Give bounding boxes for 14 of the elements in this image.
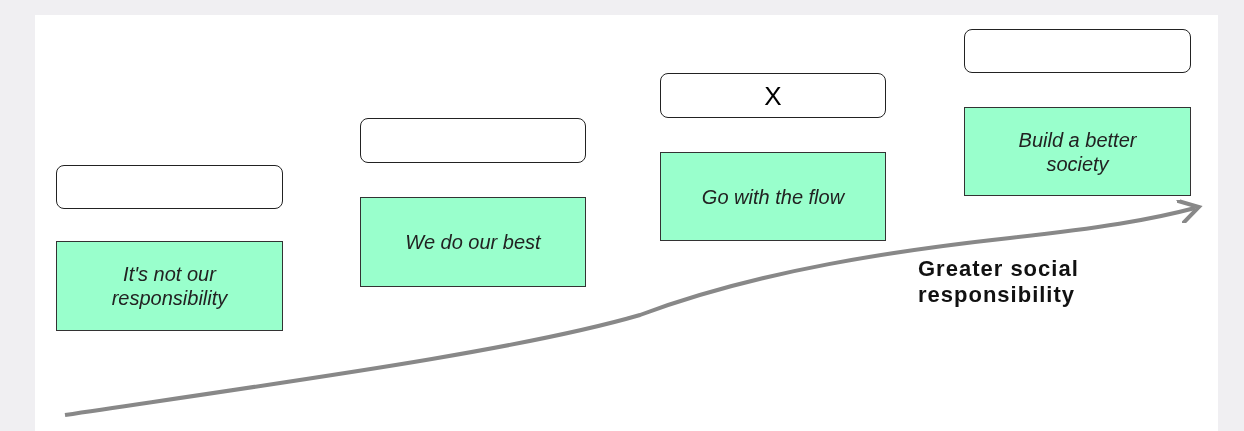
stage-box <box>964 107 1191 196</box>
stage-box <box>360 197 586 287</box>
stage-text: Go with the flow <box>701 184 845 209</box>
stage-text: It's not our responsibility <box>110 262 229 310</box>
stage-box <box>660 152 886 241</box>
axis-label: Greater social responsibility <box>918 256 1080 308</box>
stage-box <box>56 241 283 331</box>
empty-box <box>360 118 586 163</box>
stage-text: We do our best <box>405 230 541 254</box>
empty-box <box>56 165 283 209</box>
empty-box <box>964 29 1191 73</box>
empty-box <box>660 73 886 118</box>
mark-text: X <box>764 83 782 108</box>
stage-text: Build a better society <box>1017 127 1138 176</box>
